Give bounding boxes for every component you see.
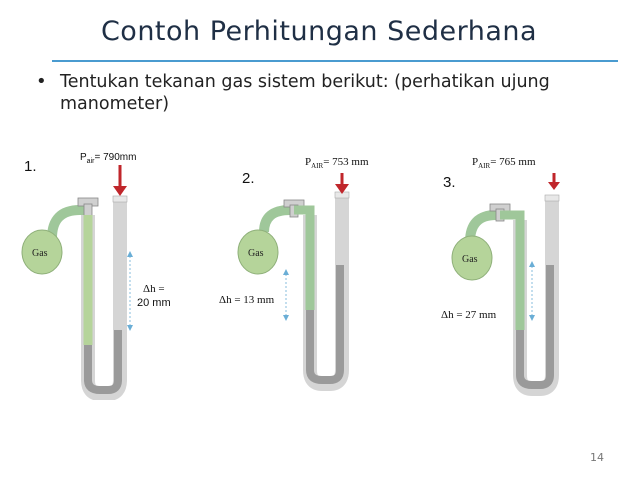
figure-1-number: 1. [24,158,37,175]
figure-2-dh-label: Δh = 13 mm [219,294,275,306]
bullet-marker: • [36,71,47,92]
svg-text:Gas: Gas [32,248,48,259]
figure-2-manometer: Gas [237,173,350,391]
figure-1-pressure-label: Pair= 790mm [80,152,137,165]
figure-2-pressure-label: PAIR= 753 mm [305,156,369,171]
figure-3-number: 3. [443,174,456,191]
figure-1-dh-line1: Δh = [143,283,165,295]
figure-1-dh-line2: 20 mm [137,297,171,309]
figure-1-manometer: Gas [21,165,133,400]
figure-3-manometer: Gas [451,173,560,396]
svg-text:Gas: Gas [248,248,264,259]
figure-2-number: 2. [242,170,255,187]
figure-3-pressure-label: PAIR= 765 mm [472,156,536,171]
slide-title: Contoh Perhitungan Sederhana [100,16,538,47]
bullet-text: Tentukan tekanan gas sistem berikut: (pe… [60,72,550,114]
page-number: 14 [590,451,604,464]
figure-3-dh-label: Δh = 27 mm [441,309,497,321]
title-divider [52,60,618,62]
svg-text:Gas: Gas [462,254,478,265]
